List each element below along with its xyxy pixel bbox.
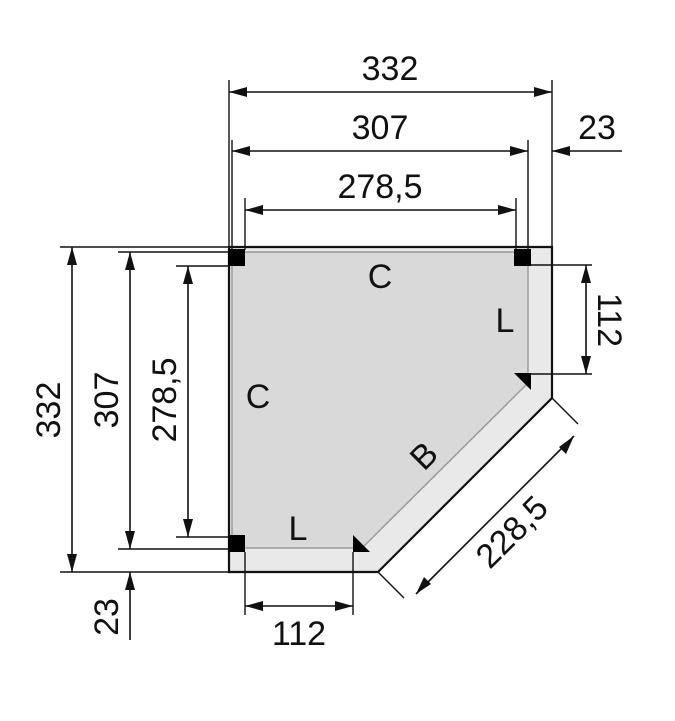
post-right-end: [514, 373, 531, 390]
dim-left-inner: 307: [88, 372, 126, 429]
extension-lines: [60, 80, 592, 615]
dim-left-overall: 332: [30, 382, 68, 439]
floor-area: [231, 251, 529, 549]
post-bottom-end: [353, 535, 370, 552]
wall-label-right: L: [496, 302, 515, 340]
wall-label-top: C: [368, 258, 393, 296]
dim-diagonal: 228,5: [469, 489, 556, 576]
post-top-right: [514, 249, 531, 266]
wall-label-bottom: L: [289, 510, 308, 548]
dim-right-side: 112: [590, 293, 628, 347]
post-bottom-left: [228, 535, 245, 552]
wall-label-left: C: [246, 378, 271, 416]
post-top-left: [228, 249, 245, 266]
dim-top-overhang: 23: [578, 109, 616, 147]
dim-bottom-side: 112: [272, 615, 326, 653]
dimension-lines: [67, 87, 622, 640]
dim-left-overhang: 23: [88, 598, 126, 636]
dim-top-post-gap: 278,5: [337, 168, 422, 206]
dim-top-overall: 332: [362, 50, 419, 88]
dim-top-inner: 307: [352, 109, 409, 147]
dim-left-post-gap: 278,5: [146, 357, 184, 442]
